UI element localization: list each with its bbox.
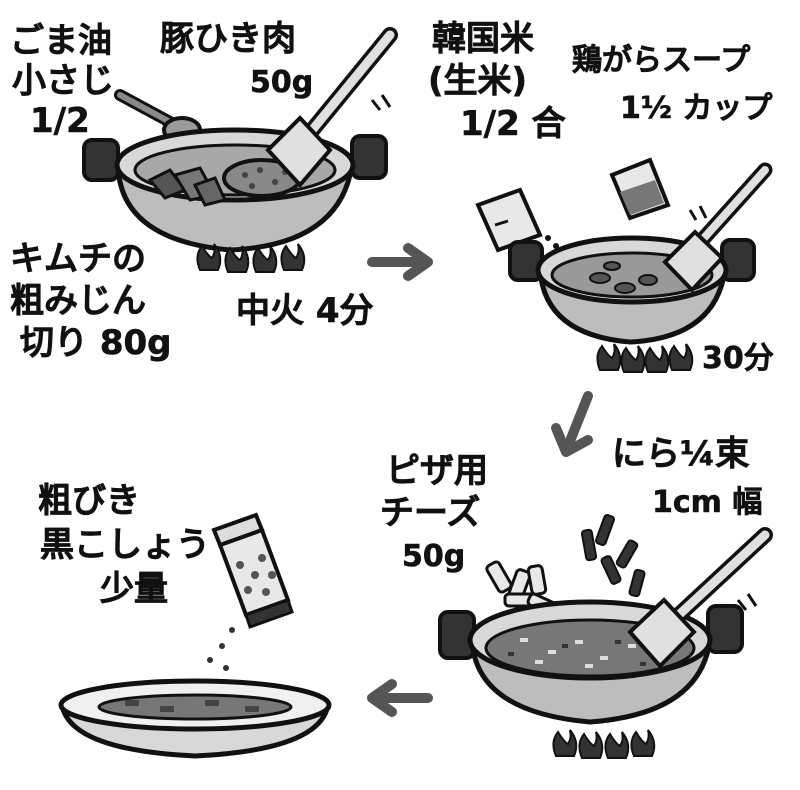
flame-icon [552,729,656,759]
nira-pieces-icon [580,514,646,598]
motion-lines-icon [370,94,392,111]
plate-icon [58,678,332,759]
flame-icon [196,243,306,273]
pepper-line2: 黒こしょう [40,525,210,565]
sesame-oil-amount-line1: 小さじ [12,61,114,101]
kimchi-line3: 切り 80g [20,323,172,363]
motion-lines-icon [688,205,708,221]
soup-amount: 1½ カップ [620,91,773,126]
arrow-down-head-icon [551,423,593,457]
arrow-left-head-icon [367,679,397,717]
kimchi-line2: 粗みじん [10,281,146,321]
frying-pan-icon [438,599,744,725]
flame-icon [596,343,694,373]
motion-lines-icon [736,593,758,611]
spatula-icon [627,527,773,669]
soup-name: 鶏がらスープ [572,43,751,78]
pepper-shaker-icon [211,512,294,629]
arrow-down-icon [563,391,593,451]
arrow-right-head-icon [403,243,433,281]
soup-cup-icon [609,157,671,221]
sesame-oil-name: ごま油 [10,21,112,61]
heat-instruction: 中火 4分 [236,291,374,331]
cheese-line3: 50g [402,539,465,574]
rice-line1: 韓国米 [432,19,534,59]
step2-panel: 韓国米 (生米) 1/2 合 鶏がらスープ 1½ カップ [428,19,774,377]
nira-cut: 1cm 幅 [652,485,762,520]
nira-name: にら¼束 [612,434,749,474]
pork-name: 豚ひき肉 [160,19,296,59]
pepper-line1: 粗びき [38,481,140,521]
cook-time: 30分 [702,341,774,376]
kimchi-line1: キムチの [10,239,146,279]
cheese-line1: ピザ用 [386,451,488,491]
cheese-line2: チーズ [380,493,480,533]
pork-amount: 50g [250,65,313,100]
step4-panel: 粗びき 黒こしょう 少量 [38,481,332,759]
spatula-icon [662,162,773,293]
rice-line2: (生米) [428,61,527,101]
pepper-line3: 少量 [100,569,168,609]
sesame-oil-amount-line2: 1/2 [30,101,90,141]
rice-cup-icon [475,187,559,253]
falling-pepper-icon [207,627,235,671]
spatula-icon [265,27,398,189]
step1-panel: ごま油 小さじ 1/2 豚ひき肉 50g [10,19,398,363]
kimchi-pieces-icon [147,166,228,207]
rice-line3: 1/2 合 [460,104,566,144]
step3-panel: ピザ用 チーズ 50g にら¼束 1cm 幅 [380,434,773,759]
